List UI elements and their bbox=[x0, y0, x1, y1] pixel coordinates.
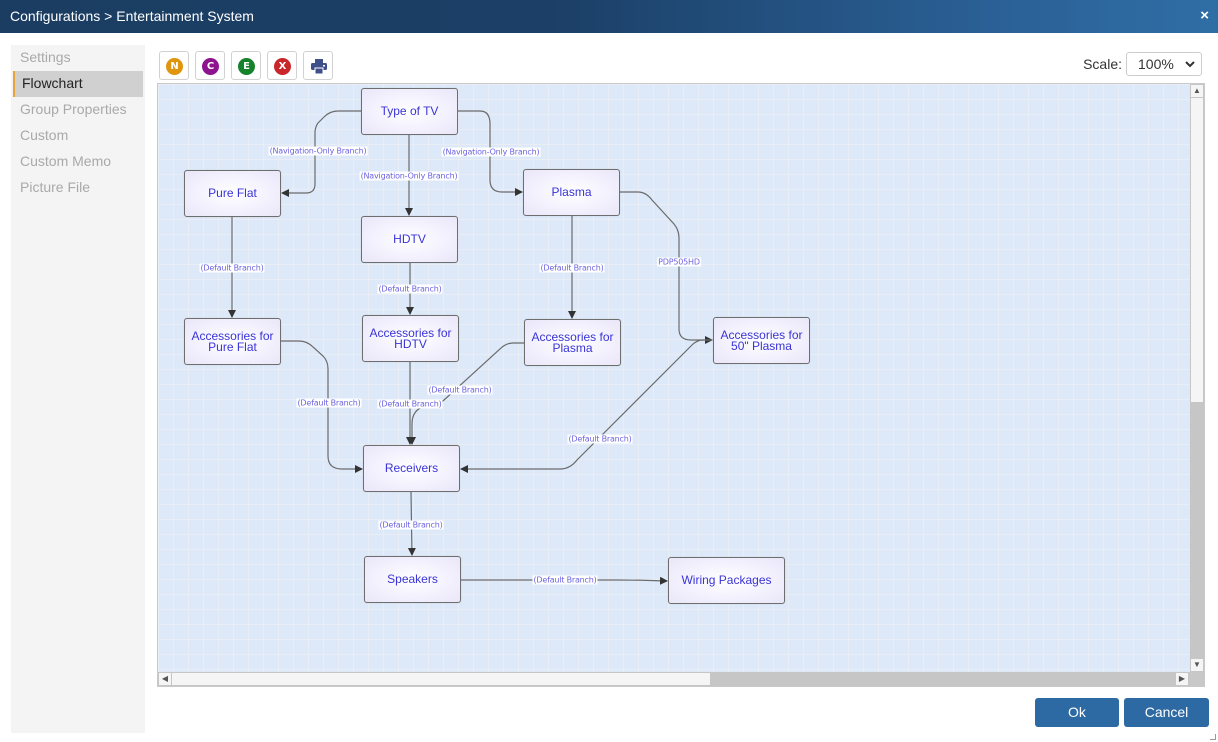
sidebar-item-picture-file[interactable]: Picture File bbox=[20, 179, 91, 195]
flowchart-node-acc-hdtv[interactable]: Accessories for HDTV bbox=[362, 315, 459, 362]
flowchart-node-type-of-tv[interactable]: Type of TV bbox=[361, 88, 458, 135]
flowchart-node-wiring[interactable]: Wiring Packages bbox=[668, 557, 785, 604]
node-label: Accessories for 50" Plasma bbox=[720, 327, 803, 353]
edit-button[interactable]: E bbox=[231, 51, 261, 80]
delete-button[interactable]: X bbox=[267, 51, 297, 80]
flowchart-node-receivers[interactable]: Receivers bbox=[363, 445, 460, 492]
flowchart-node-acc-pure-flat[interactable]: Accessories for Pure Flat bbox=[184, 318, 281, 365]
window-title: Configurations > Entertainment System bbox=[10, 8, 254, 24]
edge-label[interactable]: (Default Branch) bbox=[567, 434, 633, 444]
edge-label[interactable]: PDP505HD bbox=[657, 257, 701, 267]
scroll-up-icon[interactable]: ▲ bbox=[1191, 85, 1203, 97]
ok-button[interactable]: Ok bbox=[1035, 698, 1119, 727]
edge-label[interactable]: (Default Branch) bbox=[296, 398, 362, 408]
flowchart-edge-plasma-to-acc-50-plasma[interactable] bbox=[620, 191, 713, 344]
close-icon[interactable]: × bbox=[1200, 7, 1209, 24]
sidebar-item-settings[interactable]: Settings bbox=[20, 49, 71, 65]
edge-label[interactable]: (Navigation-Only Branch) bbox=[268, 146, 368, 156]
sidebar-item-group-properties[interactable]: Group Properties bbox=[20, 101, 127, 117]
edge-label[interactable]: (Default Branch) bbox=[378, 520, 444, 530]
sidebar-item-custom[interactable]: Custom bbox=[20, 127, 69, 143]
scale-select[interactable]: 100% bbox=[1126, 52, 1202, 76]
horizontal-scroll-thumb[interactable] bbox=[172, 673, 710, 685]
print-icon bbox=[311, 59, 327, 74]
new-node-icon: N bbox=[166, 58, 183, 75]
flowchart-edge-acc-pure-flat-to-receivers[interactable] bbox=[281, 340, 363, 473]
sidebar: Settings Flowchart Group Properties Cust… bbox=[11, 45, 145, 733]
node-label: Type of TV bbox=[380, 104, 439, 118]
node-label: Accessories for Pure Flat bbox=[191, 328, 274, 354]
edit-icon: E bbox=[238, 58, 255, 75]
edge-label[interactable]: (Default Branch) bbox=[427, 385, 493, 395]
node-label: Wiring Packages bbox=[681, 573, 772, 587]
node-label: HDTV bbox=[393, 232, 426, 246]
edge-label[interactable]: (Default Branch) bbox=[377, 284, 443, 294]
node-label: Accessories for Plasma bbox=[531, 329, 614, 355]
scale-label: Scale: bbox=[1083, 56, 1122, 72]
node-label: Accessories for HDTV bbox=[369, 325, 452, 351]
connect-button[interactable]: C bbox=[195, 51, 225, 80]
edge-label[interactable]: (Default Branch) bbox=[377, 399, 443, 409]
cancel-button[interactable]: Cancel bbox=[1124, 698, 1209, 727]
edge-label[interactable]: (Default Branch) bbox=[199, 263, 265, 273]
title-bar: Configurations > Entertainment System × bbox=[0, 0, 1218, 33]
print-button[interactable] bbox=[303, 51, 333, 80]
new-node-button[interactable]: N bbox=[159, 51, 189, 80]
scroll-left-icon[interactable]: ◀ bbox=[159, 673, 171, 685]
flowchart-node-speakers[interactable]: Speakers bbox=[364, 556, 461, 603]
vertical-scroll-thumb[interactable] bbox=[1191, 98, 1203, 402]
node-label: Receivers bbox=[384, 461, 439, 475]
edge-label[interactable]: (Default Branch) bbox=[532, 575, 598, 585]
edge-label[interactable]: (Navigation-Only Branch) bbox=[441, 147, 541, 157]
node-label: Speakers bbox=[387, 572, 438, 586]
delete-icon: X bbox=[274, 58, 291, 75]
scroll-right-icon[interactable]: ▶ bbox=[1176, 673, 1188, 685]
flowchart-edge-acc-50-plasma-to-receivers[interactable] bbox=[460, 339, 712, 473]
horizontal-scrollbar[interactable]: ◀ ▶ bbox=[158, 672, 1190, 686]
connect-icon: C bbox=[202, 58, 219, 75]
edge-label[interactable]: (Navigation-Only Branch) bbox=[359, 171, 459, 181]
flowchart-node-plasma[interactable]: Plasma bbox=[523, 169, 620, 216]
flowchart-node-pure-flat[interactable]: Pure Flat bbox=[184, 170, 281, 217]
flowchart-node-acc-50-plasma[interactable]: Accessories for 50" Plasma bbox=[713, 317, 810, 364]
scale-value: 100% bbox=[1138, 56, 1174, 72]
chevron-down-icon bbox=[1185, 61, 1195, 68]
sidebar-item-custom-memo[interactable]: Custom Memo bbox=[20, 153, 112, 169]
flowchart-edge-speakers-to-wiring[interactable] bbox=[461, 576, 668, 585]
flowchart-node-acc-plasma[interactable]: Accessories for Plasma bbox=[524, 319, 621, 366]
edge-label[interactable]: (Default Branch) bbox=[539, 263, 605, 273]
sidebar-item-flowchart[interactable]: Flowchart bbox=[13, 71, 143, 97]
flowchart-edge-type-of-tv-to-pure-flat[interactable] bbox=[281, 110, 361, 197]
node-label: Plasma bbox=[551, 185, 592, 199]
resize-handle[interactable] bbox=[1210, 734, 1216, 740]
scroll-down-icon[interactable]: ▼ bbox=[1191, 659, 1203, 671]
node-label: Pure Flat bbox=[208, 186, 257, 200]
vertical-scrollbar[interactable]: ▲ ▼ bbox=[1190, 84, 1204, 672]
flowchart-node-hdtv[interactable]: HDTV bbox=[361, 216, 458, 263]
